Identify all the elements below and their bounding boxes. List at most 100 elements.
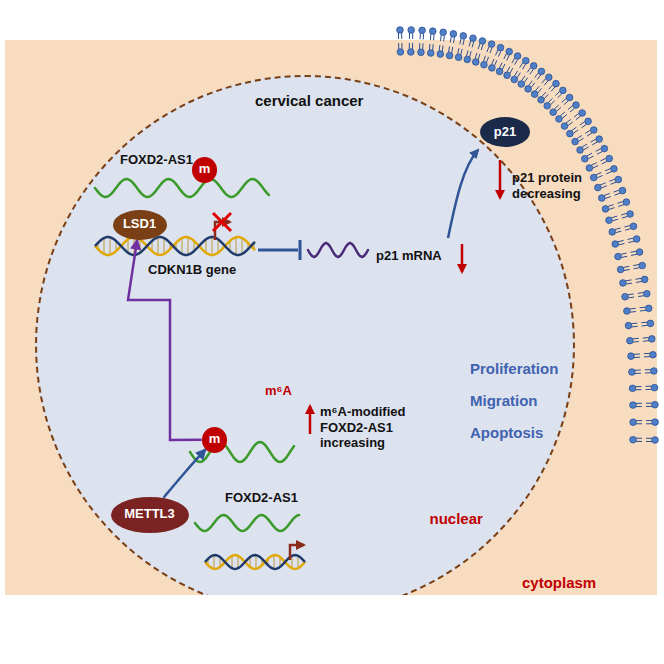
- lipid-tail: [486, 57, 488, 63]
- lipid-tail: [587, 153, 592, 156]
- rna-wave: [195, 515, 299, 531]
- lipid-head: [408, 49, 415, 56]
- lipid-tail: [535, 73, 539, 78]
- lipid-tail: [606, 171, 612, 173]
- lipid-tail: [608, 205, 614, 207]
- lipid-tail: [458, 48, 459, 54]
- lipid-tail: [492, 59, 494, 65]
- lipid-tail: [644, 353, 650, 354]
- lipid-tail: [478, 43, 480, 49]
- lipid-tail: [585, 130, 590, 133]
- lipid-head: [590, 174, 597, 181]
- lipid-tail: [597, 151, 602, 154]
- lipid-tail: [645, 386, 651, 387]
- lipid-tail: [450, 37, 451, 43]
- lipid-head: [556, 116, 563, 123]
- region-name: nuclear: [430, 510, 483, 527]
- lipid-tail: [542, 92, 546, 96]
- lipid-head: [602, 206, 609, 213]
- text-label: m⁶A-modified FOXD2-AS1 increasing: [320, 404, 425, 451]
- lipid-tail: [596, 173, 602, 175]
- lipid-tail: [531, 83, 535, 88]
- lipid-head: [617, 266, 624, 273]
- block-cross: [213, 213, 231, 231]
- connector-arrow: [164, 449, 206, 498]
- helix-rung: [213, 555, 215, 569]
- dna-helix: [95, 237, 305, 569]
- lipid-head: [582, 155, 589, 162]
- m6a-mark: m: [192, 157, 218, 183]
- lipid-tail: [635, 386, 641, 387]
- lipid-head: [514, 53, 521, 60]
- lipid-head: [615, 253, 622, 260]
- lipid-tail: [577, 136, 582, 139]
- lipid-tail: [605, 197, 611, 199]
- lipid-tail: [628, 238, 634, 239]
- text-label: Apoptosis: [470, 424, 543, 442]
- region-name: cytoplasm: [522, 574, 596, 591]
- lipid-head: [470, 35, 477, 42]
- decrease-arrow: [499, 160, 502, 198]
- lipid-tail: [635, 373, 641, 374]
- lipid-tail: [633, 338, 639, 339]
- lipid-tail: [626, 279, 632, 281]
- lipid-tail: [646, 389, 652, 390]
- helix-rung: [291, 556, 293, 568]
- protein-ellipse: LSD1: [113, 210, 167, 240]
- lipid-tail: [576, 116, 581, 120]
- lipid-tail: [643, 340, 649, 341]
- lipid-tail: [440, 35, 442, 41]
- lipid-head: [652, 437, 659, 444]
- lipid-tail: [512, 58, 515, 63]
- lipid-tail: [646, 441, 652, 442]
- lipid-tail: [602, 161, 607, 164]
- lipid-tail: [530, 69, 533, 74]
- lipid-tail: [583, 147, 588, 150]
- lipid-tail: [633, 265, 639, 266]
- helix-rung: [109, 237, 111, 254]
- lipid-tail: [452, 47, 453, 53]
- lipid-head: [639, 262, 646, 269]
- helix-strand: [95, 237, 255, 255]
- lipid-head: [538, 97, 545, 104]
- lipid-tail: [469, 41, 471, 47]
- lipid-head: [464, 56, 471, 63]
- lipid-tail: [582, 124, 587, 127]
- lipid-tail: [442, 45, 444, 51]
- lipid-tail: [453, 37, 454, 43]
- lipid-head: [530, 63, 537, 70]
- lipid-head: [419, 27, 426, 34]
- lipid-tail: [460, 38, 461, 44]
- lipid-tail: [443, 35, 445, 41]
- lipid-head: [622, 293, 629, 300]
- lipid-tail: [634, 268, 640, 269]
- lipid-tail: [630, 311, 636, 313]
- lipid-head: [397, 27, 404, 34]
- helix-rung: [273, 555, 275, 569]
- lipid-tail: [645, 369, 651, 370]
- lipid-tail: [558, 94, 562, 98]
- rna-wave: [308, 243, 368, 257]
- lipid-head: [455, 54, 462, 61]
- lipid-tail: [419, 43, 420, 49]
- helix-rung: [231, 556, 233, 568]
- lipid-tail: [618, 205, 624, 207]
- lipid-head: [522, 57, 529, 64]
- lipid-head: [651, 368, 658, 375]
- lipid-tail: [420, 33, 421, 39]
- text-label: FOXD2-AS1: [225, 490, 298, 506]
- lipid-tail: [633, 341, 639, 342]
- region-title: cervical cancer: [255, 92, 363, 109]
- lipid-tail: [524, 77, 527, 82]
- lipid-tail: [591, 139, 596, 142]
- lipid-tail: [555, 91, 559, 95]
- helix-rung: [127, 239, 129, 252]
- lipid-tail: [564, 101, 568, 105]
- lipid-tail: [522, 76, 525, 81]
- lipid-tail: [613, 190, 619, 192]
- lipid-tail: [646, 423, 652, 424]
- lipid-tail: [636, 403, 642, 404]
- text-label: Proliferation: [470, 360, 558, 378]
- lipid-tail: [507, 55, 510, 60]
- text-label: m⁶A: [265, 383, 292, 399]
